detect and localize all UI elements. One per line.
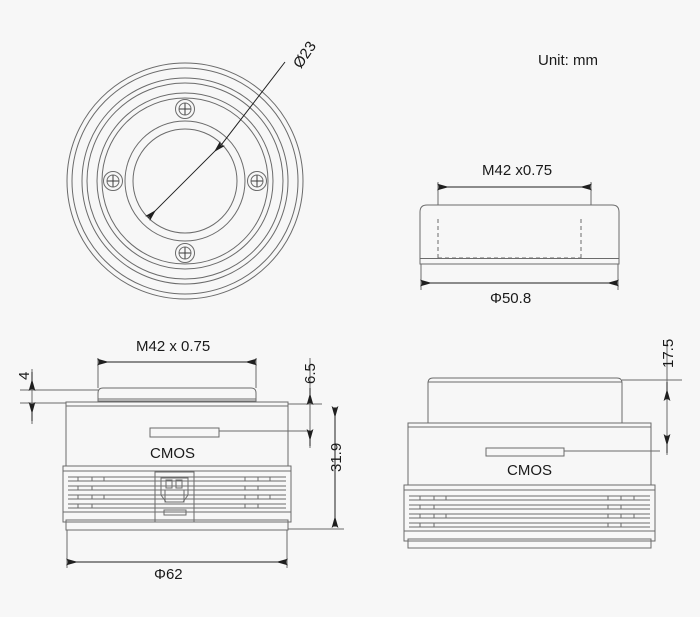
flange-ring-2 xyxy=(101,97,269,265)
heatsink-fins-2 xyxy=(409,495,650,528)
outer-ring-4 xyxy=(86,82,284,280)
dim-4-group xyxy=(20,369,98,424)
thread-collar xyxy=(97,387,257,402)
dim-phi62-group xyxy=(66,530,288,568)
usb-connector xyxy=(154,471,195,523)
cap-diameter-dimension xyxy=(420,264,619,290)
thread-ring-outer xyxy=(124,120,246,242)
dim-label-m42-body: M42 x 0.75 xyxy=(136,338,211,355)
cap-hidden-thread xyxy=(437,219,582,259)
dim-6-5-group xyxy=(288,358,322,448)
dim-label-17-5: 17.5 xyxy=(660,338,677,368)
outer-ring-1 xyxy=(66,62,304,300)
heatsink-block-2 xyxy=(403,484,656,542)
base-plate xyxy=(65,519,289,531)
dim-31-9-group xyxy=(288,406,344,530)
dim-label-4: 4 xyxy=(16,371,33,380)
dim-label-phi50-8: Φ50.8 xyxy=(490,290,532,307)
base-plate-2 xyxy=(407,538,652,549)
cmos-label-left: CMOS xyxy=(150,445,195,462)
cmos-window xyxy=(149,427,220,438)
heatsink-block xyxy=(62,465,292,523)
dim-label-m42-cap: M42 x0.75 xyxy=(482,162,553,179)
cap-thread-dimension xyxy=(437,182,592,205)
dim-label-31-9: 31.9 xyxy=(328,442,345,472)
dim-17-5-group xyxy=(622,340,682,455)
dim-label-phi62: Φ62 xyxy=(154,566,183,583)
camera-side-view xyxy=(20,358,344,568)
flange-ring-1 xyxy=(96,92,274,270)
dim-label-6-5: 6.5 xyxy=(302,363,319,384)
screw-left xyxy=(103,171,123,191)
screw-top xyxy=(175,99,195,119)
cmos-window-2 xyxy=(485,447,565,457)
lens-cap-side-view xyxy=(419,182,620,290)
outer-ring-3 xyxy=(81,77,289,285)
heatsink-fins xyxy=(68,476,286,509)
camera-side-view-with-cap xyxy=(403,340,682,549)
cap-outline xyxy=(419,204,620,265)
front-face-view xyxy=(66,61,304,300)
cmos-label-right: CMOS xyxy=(507,462,552,479)
cap-on-camera xyxy=(427,377,623,424)
unit-note: Unit: mm xyxy=(538,52,598,69)
screw-bottom xyxy=(175,243,195,263)
bore-ring-inner xyxy=(132,128,238,234)
phi23-dimension xyxy=(145,61,286,221)
dim-m42-group xyxy=(97,358,257,388)
screw-right xyxy=(247,171,267,191)
outer-ring-2 xyxy=(71,67,299,295)
